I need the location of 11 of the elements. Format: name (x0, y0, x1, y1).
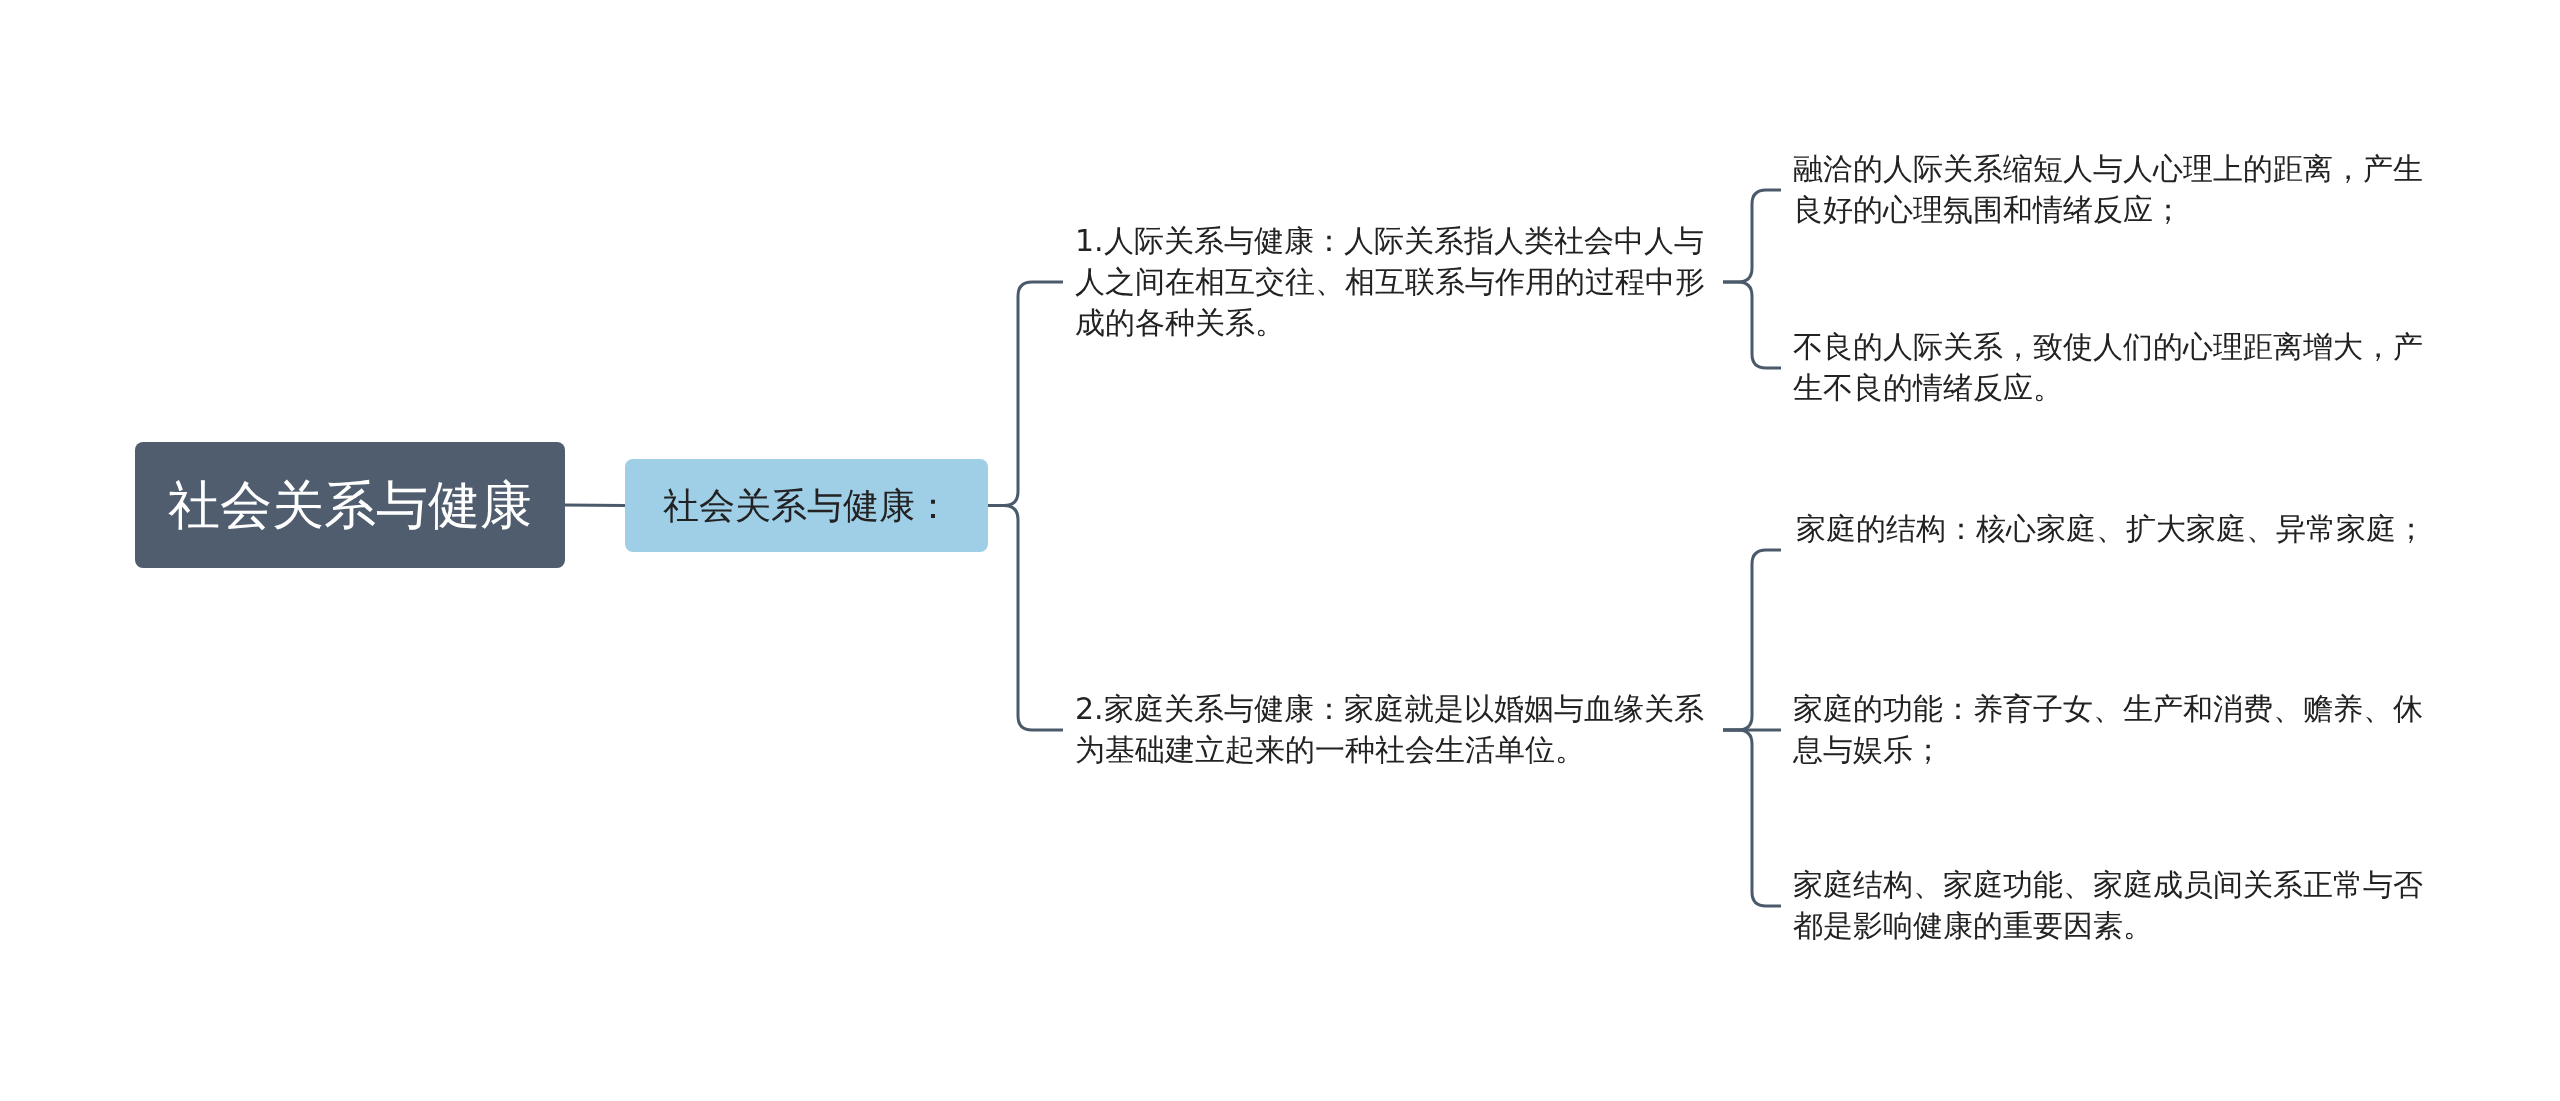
leaf-topic: 家庭结构、家庭功能、家庭成员间关系正常与否都是影响健康的重要因素。 (1781, 864, 2441, 948)
branch-topic: 1.人际关系与健康：人际关系指人类社会中人与人之间在相互交往、相互联系与作用的过程中形成的各种关系。 (1063, 220, 1723, 344)
root-topic-box: 社会关系与健康 (135, 442, 565, 568)
connector-line (988, 504, 1063, 732)
leaf-topic: 家庭的结构：核心家庭、扩大家庭、异常家庭； (1781, 508, 2441, 592)
leaf-topic: 家庭的功能：养育子女、生产和消费、赡养、休息与娱乐； (1781, 688, 2441, 772)
leaf-topic: 融洽的人际关系缩短人与人心理上的距离，产生良好的心理氛围和情绪反应； (1781, 148, 2441, 232)
subtopic-box: 社会关系与健康： (625, 459, 988, 552)
branch-topic: 2.家庭关系与健康：家庭就是以婚姻与血缘关系为基础建立起来的一种社会生活单位。 (1063, 688, 1723, 772)
leaf-topic: 不良的人际关系，致使人们的心理距离增大，产生不良的情绪反应。 (1781, 326, 2441, 410)
connector-line (565, 503, 625, 507)
